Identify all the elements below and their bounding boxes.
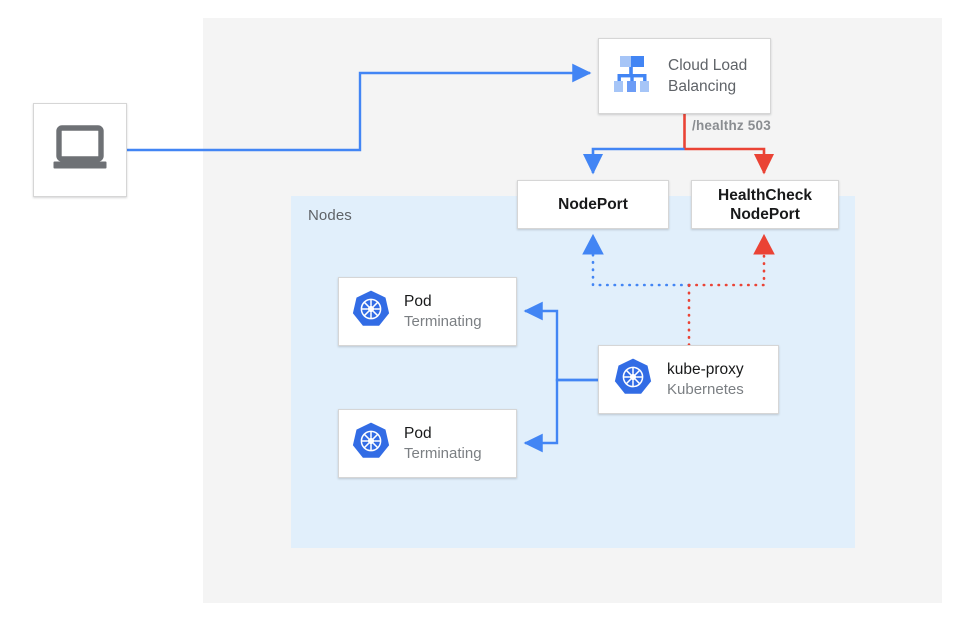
clb-label-line2: Balancing	[668, 78, 737, 95]
kube-proxy-labels: kube-proxy Kubernetes	[667, 360, 744, 400]
clb-label-line1: Cloud Load	[668, 57, 748, 74]
hcnp-label-line1: HealthCheck	[718, 186, 812, 204]
cloud-load-balancing-icon	[610, 53, 656, 100]
nodeport-card[interactable]: NodePort	[517, 180, 669, 229]
client-laptop-card[interactable]	[33, 103, 127, 197]
kubernetes-icon	[351, 421, 391, 466]
cloud-load-balancing-label: Cloud Load Balancing	[668, 55, 747, 97]
pod-2-status: Terminating	[404, 444, 482, 462]
kubernetes-icon	[351, 289, 391, 334]
kube-proxy-card[interactable]: kube-proxy Kubernetes	[598, 345, 779, 414]
healthcheck-nodeport-label: HealthCheck NodePort	[718, 186, 812, 224]
healthcheck-nodeport-card[interactable]: HealthCheck NodePort	[691, 180, 839, 229]
nodeport-label: NodePort	[558, 196, 628, 213]
pod-card-1[interactable]: Pod Terminating	[338, 277, 517, 346]
kube-proxy-subtitle: Kubernetes	[667, 380, 744, 398]
pod-card-2[interactable]: Pod Terminating	[338, 409, 517, 478]
kubernetes-icon	[613, 357, 653, 402]
kube-proxy-title: kube-proxy	[667, 360, 744, 378]
pod-2-title: Pod	[404, 424, 432, 442]
cloud-load-balancing-card[interactable]: Cloud Load Balancing	[598, 38, 771, 114]
healthz-status-label: /healthz 503	[692, 118, 771, 133]
nodes-panel-label: Nodes	[308, 207, 352, 224]
pod-2-labels: Pod Terminating	[404, 424, 482, 464]
pod-1-status: Terminating	[404, 312, 482, 330]
pod-1-title: Pod	[404, 292, 432, 310]
pod-1-labels: Pod Terminating	[404, 292, 482, 332]
laptop-icon	[52, 124, 108, 176]
hcnp-label-line2: NodePort	[730, 205, 800, 223]
